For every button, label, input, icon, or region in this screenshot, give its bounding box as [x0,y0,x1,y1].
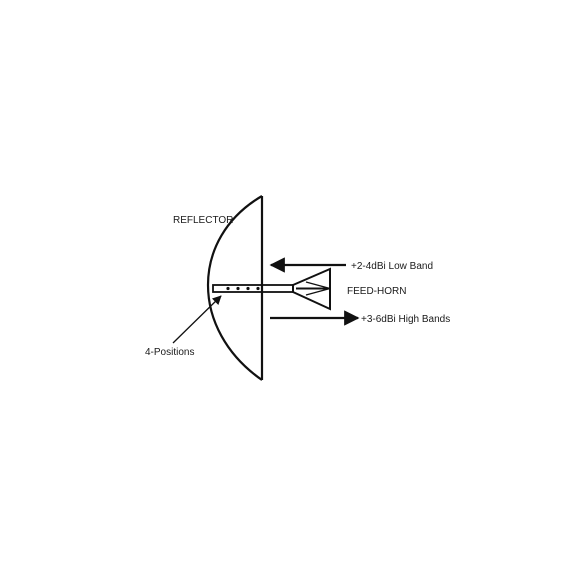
high-band-label: +3-6dBi High Bands [361,314,450,325]
feed-horn-label: FEED-HORN [347,286,406,297]
mounting-rail [212,284,294,293]
mount-position-4 [256,286,260,291]
positions-pointer-arrow [172,295,222,344]
mount-position-3 [246,286,250,291]
mount-position-2 [236,286,240,291]
reflector-dish [207,195,264,381]
low-band-label: +2-4dBi Low Band [351,261,433,272]
mount-position-1 [226,286,230,291]
feed-horn [292,267,331,311]
positions-label: 4-Positions [145,347,194,358]
reflector-label: REFLECTOR [173,215,233,226]
